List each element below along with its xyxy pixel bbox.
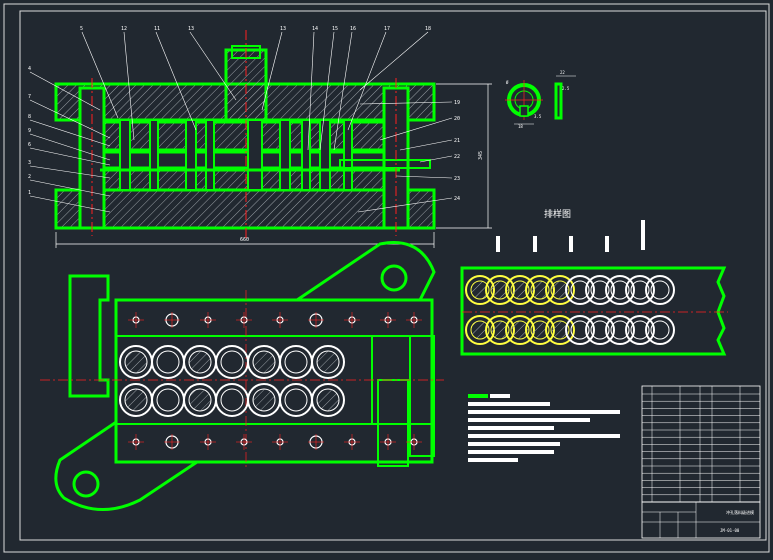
plan-ring <box>119 383 153 417</box>
svg-text:2: 2 <box>28 174 31 180</box>
plan-hole <box>380 434 396 450</box>
svg-text:12: 12 <box>121 26 127 32</box>
svg-text:18: 18 <box>425 26 431 32</box>
outer-frame <box>3 3 770 553</box>
left-part-labels: 4 7 8 9 6 3 2 1 <box>28 66 31 196</box>
svg-text:7: 7 <box>28 94 31 100</box>
svg-text:21: 21 <box>454 138 460 144</box>
svg-text:Ø: Ø <box>506 80 509 85</box>
svg-text:23: 23 <box>454 176 460 182</box>
svg-text:19: 19 <box>454 100 460 106</box>
plan-hole <box>272 312 288 328</box>
svg-text:24: 24 <box>454 196 460 202</box>
die-plan-view <box>40 241 444 511</box>
plan-ring <box>247 383 281 417</box>
plan-ring <box>311 383 345 417</box>
plan-hole <box>344 434 360 450</box>
plan-ring <box>247 345 281 379</box>
strip-ring <box>645 275 675 305</box>
strip-ring <box>605 315 635 345</box>
svg-text:15: 15 <box>332 26 338 32</box>
plan-hole <box>272 434 288 450</box>
strip-ring <box>605 275 635 305</box>
svg-text:3: 3 <box>28 160 31 166</box>
part-number-leaders <box>29 31 453 213</box>
title-block: 冲孔落料级进模 JM-01-00 <box>641 501 761 539</box>
top-part-labels: 5 12 11 13 13 14 15 16 17 18 <box>80 26 431 32</box>
strip-layout-title: 排样图 <box>544 208 571 220</box>
plan-hole <box>406 434 422 450</box>
strip-ring <box>545 315 575 345</box>
plan-hole <box>128 434 144 450</box>
svg-text:22: 22 <box>454 154 460 160</box>
strip-ring <box>585 275 615 305</box>
strip-ring <box>565 315 595 345</box>
svg-text:8: 8 <box>28 114 31 120</box>
svg-text:16: 16 <box>350 26 356 32</box>
inner-frame <box>19 10 767 541</box>
strip-ring <box>625 275 655 305</box>
plan-hole <box>406 312 422 328</box>
plan-hole <box>200 434 216 450</box>
svg-text:18: 18 <box>518 124 523 129</box>
strip-ring <box>545 275 575 305</box>
lower-die-plate <box>54 188 436 230</box>
plan-ring <box>183 345 217 379</box>
svg-text:4: 4 <box>28 66 31 72</box>
title-block-name: 冲孔落料级进模 <box>726 509 754 515</box>
side-pin <box>339 159 431 169</box>
plan-hole <box>164 434 180 450</box>
svg-text:9: 9 <box>28 128 31 134</box>
svg-text:5: 5 <box>80 26 83 32</box>
svg-text:2.5: 2.5 <box>562 86 570 91</box>
svg-text:20: 20 <box>454 116 460 122</box>
part-drawing: Ø 22 18 2.5 3.5 <box>505 70 576 129</box>
plan-hole <box>200 312 216 328</box>
plan-hole <box>308 312 324 328</box>
svg-text:6: 6 <box>28 142 31 148</box>
strip-ring <box>565 275 595 305</box>
plan-hole <box>164 312 180 328</box>
strip-ring <box>625 315 655 345</box>
svg-text:3.5: 3.5 <box>534 114 542 119</box>
width-dimension: 660 <box>240 237 249 243</box>
svg-text:13: 13 <box>280 26 286 32</box>
svg-text:13: 13 <box>188 26 194 32</box>
plan-hole <box>236 312 252 328</box>
right-part-labels: 19 20 21 22 23 24 <box>454 100 460 202</box>
drawing-number: JM-01-00 <box>720 528 740 533</box>
plan-hole <box>308 434 324 450</box>
plan-ring <box>311 345 345 379</box>
parts-list-table <box>641 385 761 503</box>
height-dimension: 345 <box>478 151 484 160</box>
plan-hole <box>236 434 252 450</box>
strip-ring <box>645 315 675 345</box>
plan-hole <box>380 312 396 328</box>
strip-layout: 排样图 <box>460 208 728 356</box>
strip-ring <box>585 315 615 345</box>
svg-text:17: 17 <box>384 26 390 32</box>
die-section-view: 660 345 <box>54 30 492 248</box>
svg-text:11: 11 <box>154 26 160 32</box>
plan-ring <box>119 345 153 379</box>
plan-ring <box>183 383 217 417</box>
plan-hole <box>128 312 144 328</box>
svg-text:1: 1 <box>28 190 31 196</box>
svg-text:22: 22 <box>560 70 565 75</box>
punches <box>119 119 353 191</box>
technical-requirements <box>468 394 620 462</box>
svg-text:14: 14 <box>312 26 318 32</box>
plan-hole <box>344 312 360 328</box>
